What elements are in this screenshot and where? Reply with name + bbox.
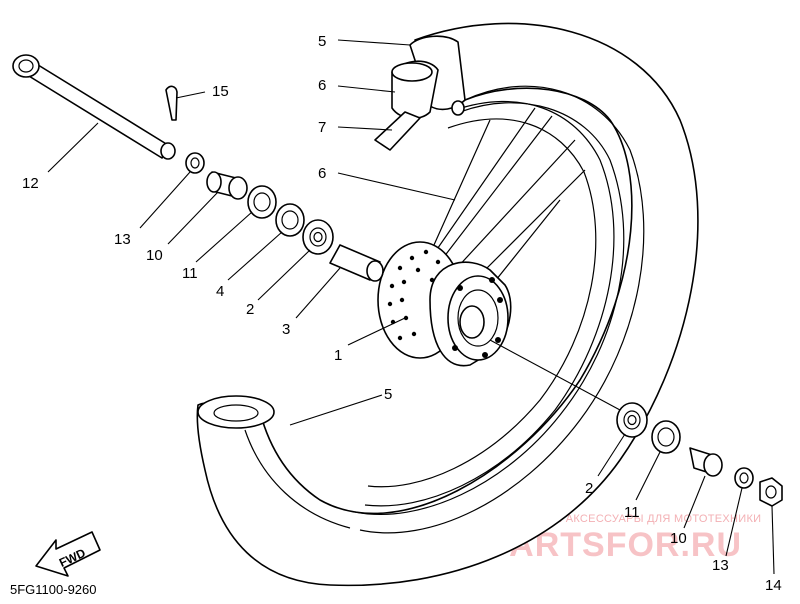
callout-10-left: 10 — [146, 247, 163, 264]
callout-1: 1 — [334, 347, 342, 364]
callout-3: 3 — [282, 321, 290, 338]
callout-5: 5 — [384, 386, 392, 403]
part-oil-seal-4 — [275, 203, 305, 237]
part-seal-11-right — [651, 420, 681, 454]
callout-9: 7 — [318, 119, 326, 136]
callout-15: 15 — [212, 83, 229, 100]
part-axle — [12, 54, 176, 160]
callout-4: 4 — [216, 283, 224, 300]
part-bearing-2-left — [302, 219, 334, 255]
right-side-parts — [616, 402, 783, 507]
callout-8: 6 — [318, 77, 326, 94]
callout-2-right: 2 — [585, 480, 593, 497]
callouts: 5 6 7 6 15 12 13 10 11 4 2 3 1 5 2 11 10… — [22, 33, 782, 594]
callout-10-right: 10 — [670, 530, 687, 547]
callout-6: 6 — [318, 165, 326, 182]
callout-11-right: 11 — [624, 504, 640, 521]
left-side-parts — [185, 152, 384, 282]
callout-12: 12 — [22, 175, 39, 192]
part-collar-10-left — [206, 171, 248, 200]
part-washer-13-right — [734, 467, 754, 489]
part-cotter-pin — [165, 85, 178, 121]
part-hub — [377, 241, 512, 367]
callout-11-left: 11 — [182, 265, 198, 282]
part-nut-14 — [759, 477, 783, 507]
diagram-code: 5FG1100-9260 — [10, 582, 97, 597]
callout-13-left: 13 — [114, 231, 131, 248]
part-tube-and-band — [374, 60, 465, 151]
callout-14: 14 — [765, 577, 782, 594]
callout-7: 5 — [318, 33, 326, 50]
part-tire — [196, 22, 699, 587]
callout-2-left: 2 — [246, 301, 254, 318]
fwd-arrow: FWD — [35, 531, 101, 577]
leader-lines — [47, 39, 775, 575]
part-washer-13-left — [185, 152, 205, 174]
part-spacer-3 — [329, 244, 384, 282]
part-bearing-2-right — [616, 402, 648, 438]
callout-13-right: 13 — [712, 557, 729, 574]
part-seal-11-left — [247, 185, 277, 219]
part-collar-10-right — [689, 447, 723, 477]
disc-holes — [387, 249, 441, 341]
